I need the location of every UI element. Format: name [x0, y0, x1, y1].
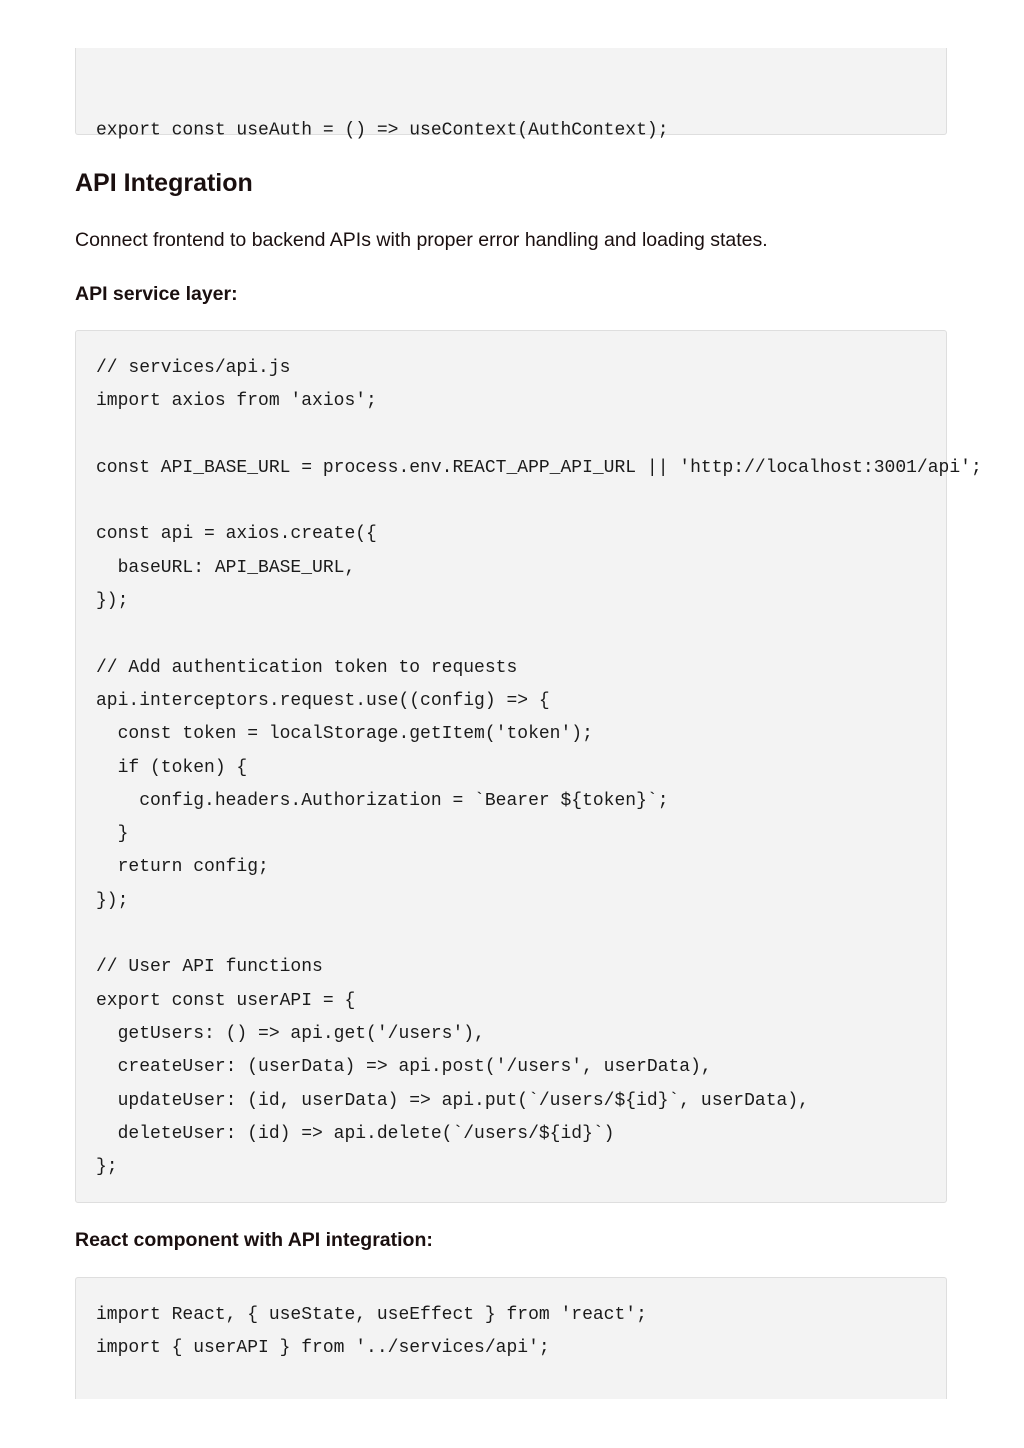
react-component-label: React component with API integration: — [75, 1229, 433, 1251]
section-heading: API Integration — [75, 169, 253, 197]
code-block-api-service: // services/api.js import axios from 'ax… — [75, 330, 982, 1203]
service-layer-label: API service layer: — [75, 283, 238, 305]
code-text: import React, { useState, useEffect } fr… — [96, 1305, 647, 1359]
code-block-use-auth: export const useAuth = () => useContext(… — [75, 48, 947, 140]
section-intro: Connect frontend to backend APIs with pr… — [75, 229, 768, 251]
code-text: // services/api.js import axios from 'ax… — [96, 358, 982, 1178]
code-text: export const useAuth = () => useContext(… — [96, 120, 669, 141]
code-block-react-component: import React, { useState, useEffect } fr… — [75, 1277, 947, 1399]
